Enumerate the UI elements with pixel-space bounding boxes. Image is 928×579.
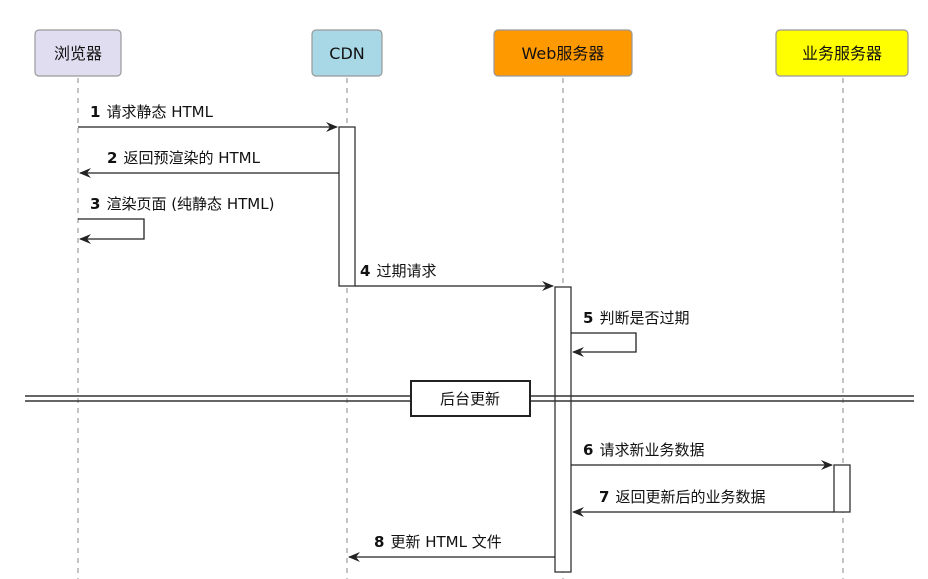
- participant-web: Web服务器: [493, 29, 633, 77]
- participant-label: 业务服务器: [802, 44, 882, 63]
- participant-biz: 业务服务器: [775, 29, 909, 77]
- activation-web: [554, 286, 572, 573]
- participant-label: 浏览器: [54, 44, 102, 63]
- participant-cdn: CDN: [311, 29, 383, 77]
- divider: 后台更新: [25, 380, 914, 417]
- participant-browser: 浏览器: [34, 29, 122, 77]
- message-arrow: [78, 218, 145, 244]
- activation-biz: [833, 464, 851, 513]
- activation-cdn: [338, 126, 356, 287]
- participant-label: CDN: [329, 44, 364, 63]
- participant-label: Web服务器: [522, 44, 605, 63]
- message-arrow: [571, 332, 637, 357]
- divider-label: 后台更新: [440, 390, 500, 408]
- divider-box: [410, 380, 531, 417]
